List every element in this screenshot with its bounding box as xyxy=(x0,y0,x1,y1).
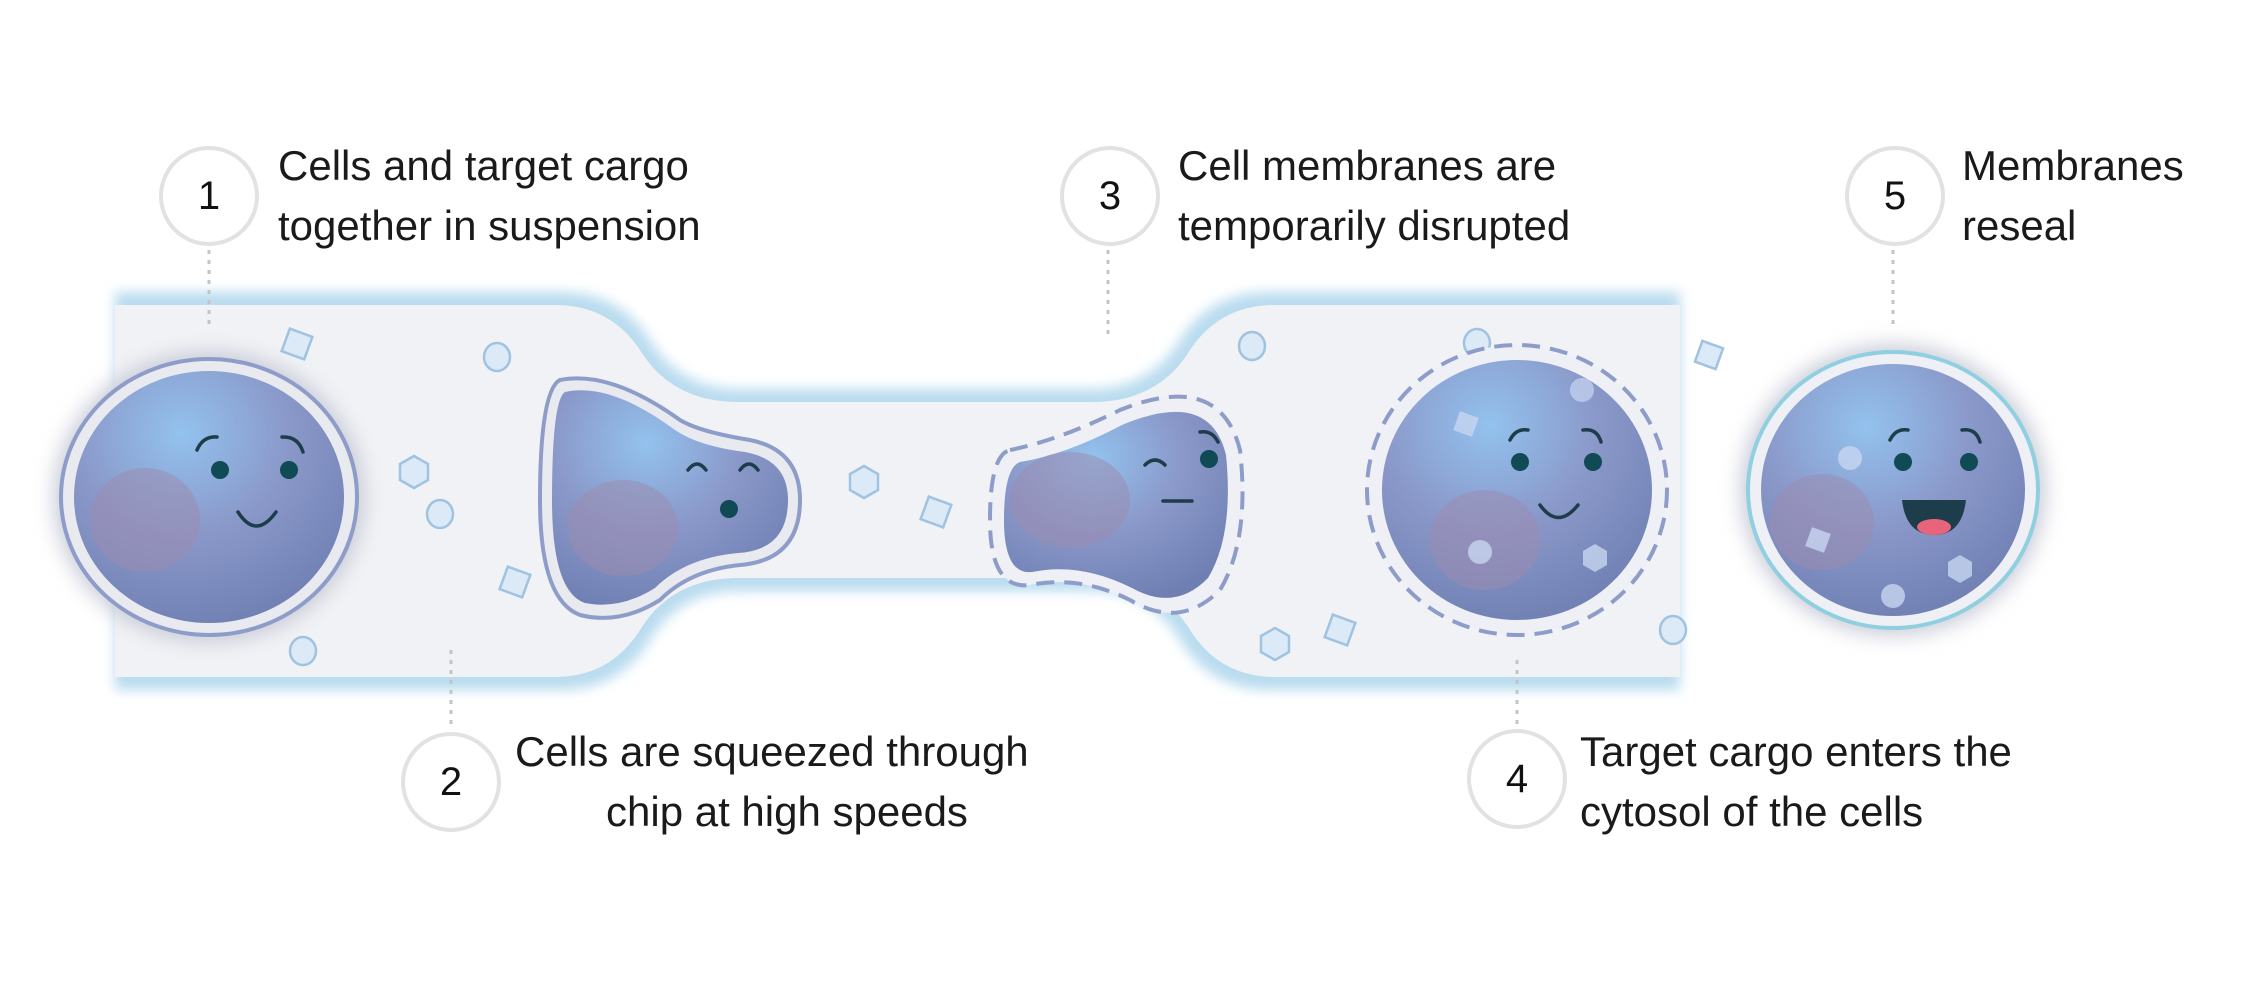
cell-4-cargo-entering xyxy=(1365,343,1669,637)
step-label-line2: reseal xyxy=(1962,202,2076,249)
step-label-line1: Cell membranes are xyxy=(1178,142,1556,189)
step-number-badge xyxy=(1467,729,1567,829)
step-label-line2: chip at high speeds xyxy=(606,788,968,835)
step-number-badge xyxy=(401,732,501,832)
step-label-line2: together in suspension xyxy=(278,202,701,249)
step-number: 5 xyxy=(1884,174,1906,218)
step-label-line2: cytosol of the cells xyxy=(1580,788,1923,835)
step-number-badge xyxy=(1060,146,1160,246)
cell-3-membrane-disrupted xyxy=(987,394,1245,615)
step-number: 1 xyxy=(198,174,220,218)
step-number-badge xyxy=(159,146,259,246)
step-number: 3 xyxy=(1099,174,1121,218)
step-number-badge xyxy=(1845,146,1945,246)
step-label-line2: temporarily disrupted xyxy=(1178,202,1570,249)
step-label-line1: Cells are squeezed through xyxy=(515,728,1029,775)
cargo-particles xyxy=(280,327,1725,667)
step-label-line1: Target cargo enters the xyxy=(1580,728,2012,775)
cell-1-in-suspension xyxy=(54,352,364,642)
step-number: 2 xyxy=(440,760,462,804)
step-3: 3 Cell membranes are temporarily disrupt… xyxy=(1060,142,1570,249)
step-1: 1 Cells and target cargo together in sus… xyxy=(159,142,701,249)
step-5: 5 Membranes reseal xyxy=(1845,142,2184,249)
step-4: 4 Target cargo enters the cytosol of the… xyxy=(1467,728,2012,835)
step-number: 4 xyxy=(1506,757,1528,801)
step-label-line1: Cells and target cargo xyxy=(278,142,689,189)
step-label-line1: Membranes xyxy=(1962,142,2184,189)
cell-5-resealed xyxy=(1741,345,2045,635)
cell-2-squeezed xyxy=(537,376,803,620)
step-2: 2 Cells are squeezed through chip at hig… xyxy=(401,728,1029,835)
